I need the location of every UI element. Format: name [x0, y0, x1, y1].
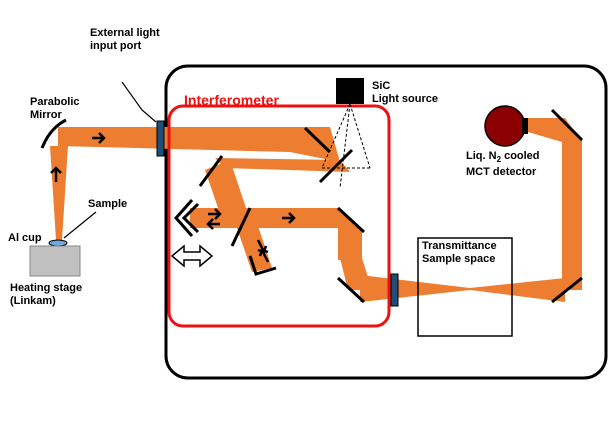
moving-mirror: [173, 199, 200, 237]
arrow-up-icon: [50, 166, 62, 182]
leader-lines: [63, 81, 157, 239]
instrument-enclosure: [164, 64, 608, 380]
beam-fixed-mirror: [236, 220, 272, 272]
sample-holder: [48, 239, 68, 247]
beam-sample-space: [360, 275, 565, 302]
parabolic-mirror-label: Parabolic Mirror: [30, 96, 80, 122]
interferometer-box: [167, 104, 391, 328]
arrow-right-icon-3: [208, 208, 222, 220]
direction-arrows: [50, 132, 296, 263]
mirrors: [198, 108, 584, 304]
beam-entry: [58, 127, 340, 162]
mct-detector: [484, 105, 526, 147]
mirror-4: [336, 206, 366, 234]
detector-label: Liq. N2 cooled MCT detector: [466, 150, 540, 179]
mirror-7: [551, 276, 583, 304]
interferometer-label: Interferometer: [184, 92, 279, 108]
sic-label-line1: SiC: [372, 80, 391, 92]
transmittance-label-line1: Transmittance: [422, 240, 497, 252]
external-port-label: External light input port: [90, 27, 160, 53]
heating-label-line1: Heating stage: [10, 282, 83, 294]
detector-label-line1: Liq. N2 cooled: [466, 150, 540, 165]
sic-light-source-label: SiC Light source: [372, 80, 438, 106]
mirror-6: [550, 108, 584, 142]
leader-port: [121, 81, 157, 123]
parabolic-mirror: [40, 118, 67, 149]
external-port-label-line2: input port: [90, 40, 142, 52]
transmittance-label-line2: Sample space: [422, 253, 496, 265]
fixed-mirror: [248, 255, 277, 276]
al-cup-label: Al cup: [8, 232, 42, 244]
sic-label-line2: Light source: [372, 93, 439, 105]
transmittance-label: Transmittance Sample space: [422, 240, 497, 266]
beam-cross: [215, 158, 350, 172]
beam-detector-vertical: [562, 140, 582, 290]
arrow-left-icon: [206, 218, 220, 230]
detector-label-line2: MCT detector: [466, 166, 537, 179]
heating-stage-label: Heating stage (Linkam): [10, 282, 82, 308]
mirror-1: [303, 126, 332, 154]
detector-window: [522, 118, 528, 134]
parabolic-label-line2: Mirror: [30, 109, 62, 121]
exit-port-window: [390, 273, 399, 307]
arrow-right-icon-2: [282, 212, 296, 224]
leader-sample: [63, 211, 97, 239]
mirror-5: [336, 276, 366, 304]
movement-arrow-icon: [170, 244, 214, 268]
beam-sample-vertical: [50, 146, 68, 240]
external-port-window: [156, 120, 165, 157]
mirror-2: [318, 148, 354, 184]
arrow-up-icon-2: [258, 248, 270, 263]
light-cone: [321, 103, 371, 189]
arrow-right-icon-1: [92, 132, 106, 144]
ir-beam: [50, 118, 582, 302]
beam-to-exit: [238, 208, 362, 260]
sample-label: Sample: [88, 198, 128, 210]
mirror-3: [198, 155, 224, 187]
external-port-label-line1: External light: [90, 27, 160, 39]
sic-light-source: [336, 78, 364, 104]
transmittance-sample-space: [417, 237, 513, 337]
heating-stage: [29, 245, 81, 277]
parabolic-label-line1: Parabolic: [30, 96, 80, 108]
heating-label-line2: (Linkam): [10, 295, 56, 307]
beamsplitter: [230, 207, 252, 247]
